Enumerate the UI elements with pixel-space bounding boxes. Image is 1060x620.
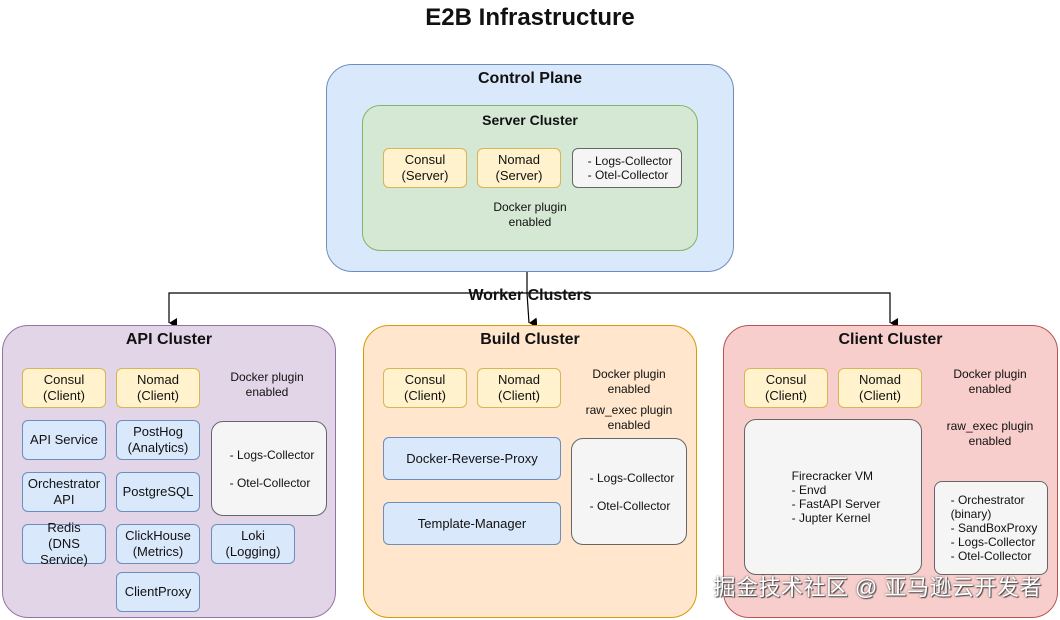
api-nomad-node: Nomad (Client): [116, 368, 200, 408]
postgresql-node: PostgreSQL: [116, 472, 200, 512]
build-nomad-node: Nomad (Client): [477, 368, 561, 408]
api-service-node: API Service: [22, 420, 106, 460]
watermark-text: 掘金技术社区 @ 亚马逊云开发者: [713, 575, 1042, 600]
api-consul-node: Consul (Client): [22, 368, 106, 408]
consul-server-node: Consul (Server): [383, 148, 467, 188]
orchestrator-api-node: Orchestrator API: [22, 472, 106, 512]
worker-clusters-label: Worker Clusters: [468, 287, 592, 304]
server-collectors-node: - Logs-Collector - Otel-Collector: [572, 148, 682, 188]
diagram-title: E2B Infrastructure: [425, 4, 635, 31]
client-consul-node: Consul (Client): [744, 368, 828, 408]
nomad-server-node: Nomad (Server): [477, 148, 561, 188]
clickhouse-node: ClickHouse (Metrics): [116, 524, 200, 564]
docker-reverse-proxy-node: Docker-Reverse-Proxy: [383, 437, 561, 480]
control-plane-label: Control Plane: [477, 70, 582, 87]
api-collectors-node: - Logs-Collector - Otel-Collector: [211, 421, 327, 516]
edge-to-api-cluster: [168, 292, 527, 328]
loki-node: Loki (Logging): [211, 524, 295, 564]
build-raw-exec-note: raw_exec plugin enabled: [585, 403, 673, 432]
firecracker-vm-node: Firecracker VM - Envd - FastAPI Server -…: [744, 419, 922, 575]
build-consul-node: Consul (Client): [383, 368, 467, 408]
template-manager-node: Template-Manager: [383, 502, 561, 545]
redis-node: Redis (DNS Service): [22, 520, 106, 567]
api-cluster-label: API Cluster: [125, 331, 213, 348]
build-docker-plugin-note: Docker plugin enabled: [592, 367, 666, 396]
client-docker-plugin-note: Docker plugin enabled: [953, 367, 1027, 396]
posthog-node: PostHog (Analytics): [116, 420, 200, 460]
server-docker-plugin-note: Docker plugin enabled: [493, 200, 567, 229]
edge-to-client-cluster: [527, 292, 898, 328]
client-services-node: - Orchestrator (binary) - SandBoxProxy -…: [934, 481, 1048, 575]
client-nomad-node: Nomad (Client): [838, 368, 922, 408]
server-cluster-label: Server Cluster: [482, 112, 578, 128]
api-docker-plugin-note: Docker plugin enabled: [230, 370, 304, 399]
client-cluster-label: Client Cluster: [838, 331, 943, 348]
edge-to-build-cluster: [526, 292, 538, 328]
build-collectors-node: - Logs-Collector - Otel-Collector: [571, 438, 687, 545]
clientproxy-node: ClientProxy: [116, 572, 200, 612]
build-cluster-label: Build Cluster: [480, 331, 580, 348]
client-raw-exec-note: raw_exec plugin enabled: [946, 419, 1034, 448]
